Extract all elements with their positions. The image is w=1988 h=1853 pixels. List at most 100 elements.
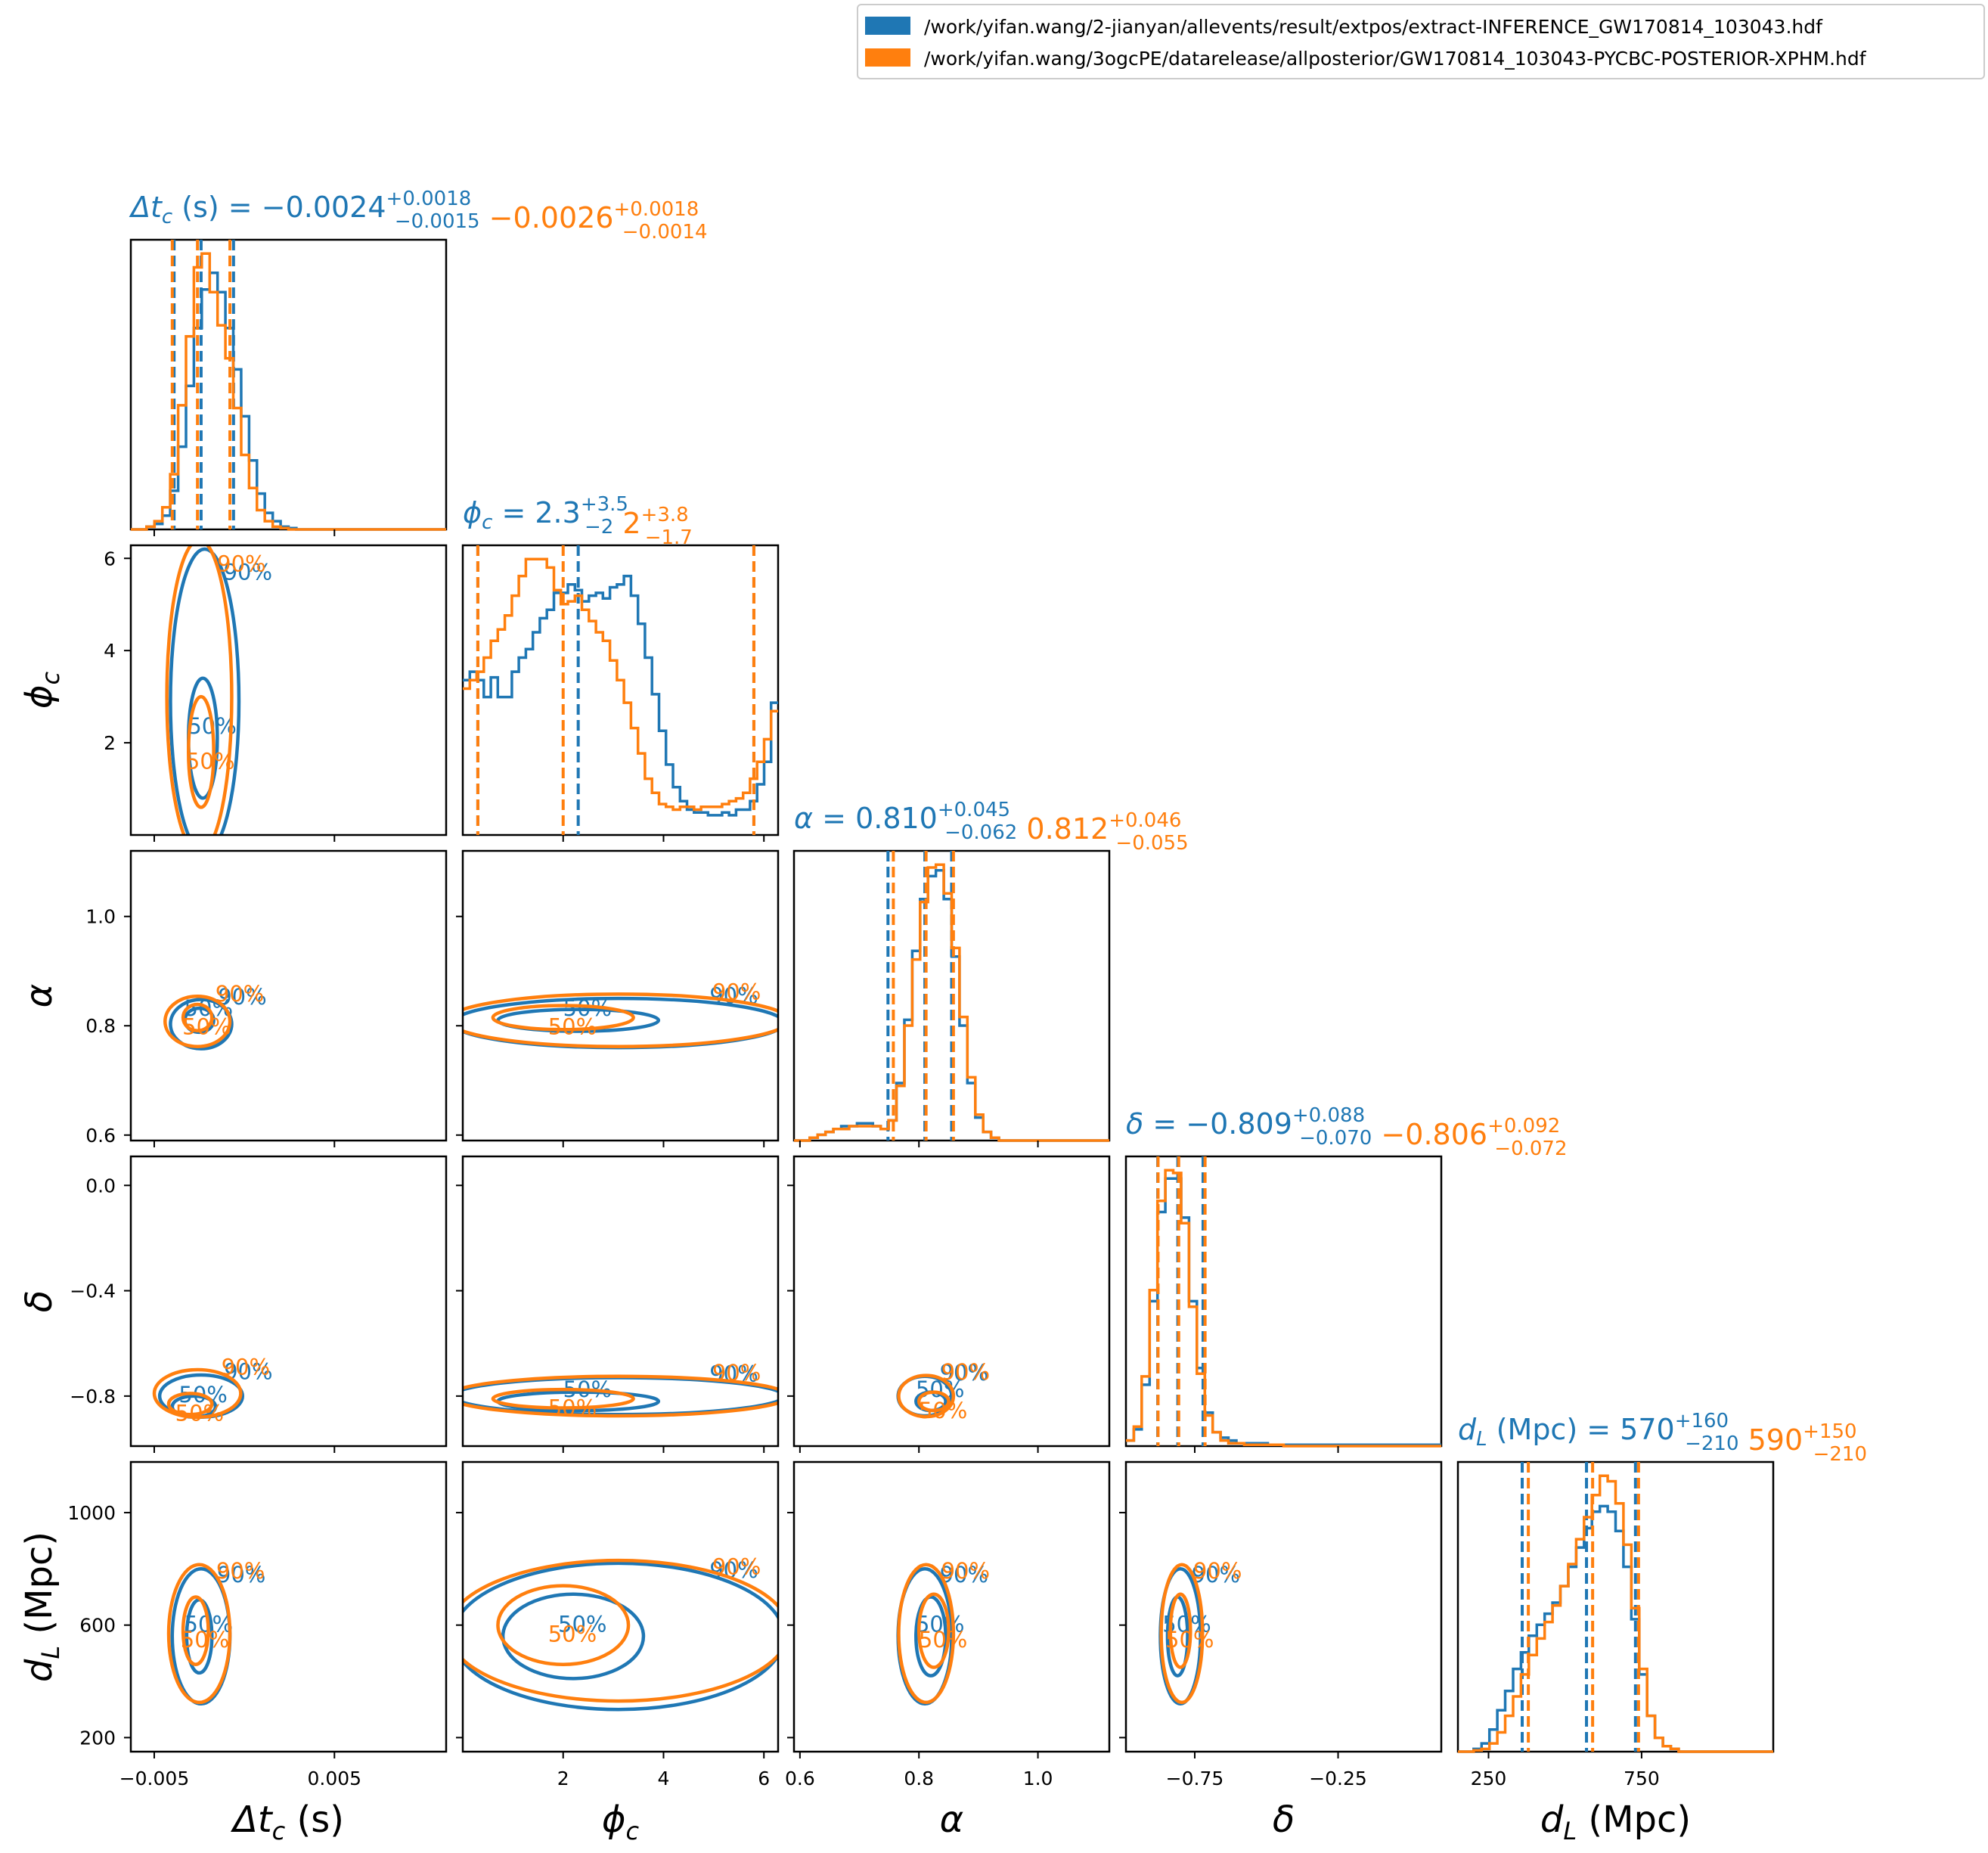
x-tick-label: −0.75 — [1166, 1768, 1224, 1789]
y-tick-label: 1000 — [67, 1502, 116, 1524]
contour-group: 90%50%90%50% — [1158, 1558, 1242, 1706]
y-tick-label: 2 — [104, 732, 116, 754]
panel-frame — [129, 849, 448, 1142]
contour-50 — [181, 1595, 210, 1666]
hist-series-b — [463, 557, 778, 812]
panel-title-phic: ϕc = 2.3+3.5−2 2+3.8−1.7 — [463, 493, 693, 549]
panel-title-dl: dL (Mpc) = 570+160−210 590+150−210 — [1458, 1410, 1867, 1466]
contour-label-50: 50% — [548, 1395, 597, 1420]
hist-panel-alpha: α = 0.810+0.045−0.062 0.812+0.046−0.055 — [792, 799, 1189, 1142]
contour-50 — [914, 1595, 947, 1678]
x-tick-label: 750 — [1624, 1768, 1660, 1789]
y-axis-label-delta: δ — [18, 1290, 60, 1312]
contour-label-90: 90% — [1193, 1558, 1242, 1584]
x-axis-label-dl: dL (Mpc) — [1540, 1799, 1691, 1845]
contour-label-90: 90% — [218, 984, 266, 1010]
panel-title-delta: δ = −0.809+0.088−0.070 −0.806+0.092−0.07… — [1126, 1104, 1568, 1160]
hist-series-b — [1126, 1169, 1441, 1448]
x-tick-label: −0.005 — [119, 1768, 190, 1789]
hist-series-b — [131, 252, 446, 531]
contour-label-90: 90% — [712, 1360, 761, 1386]
contour-50 — [496, 1584, 631, 1666]
hist-panel-dl: dL (Mpc) = 570+160−210 590+150−210 — [1456, 1410, 1867, 1753]
contour-label-50: 50% — [916, 1377, 964, 1402]
y-tick-label: 0.8 — [85, 1015, 116, 1037]
contour-label-50: 50% — [548, 1622, 597, 1647]
contour-50 — [491, 1004, 635, 1032]
contour-90 — [1159, 1563, 1205, 1705]
contour-group: 90%50%90%50% — [163, 981, 267, 1051]
contour-label-90: 90% — [940, 1562, 988, 1588]
panel-grid: Δtc (s) = −0.0024+0.0018−0.0015 −0.0026+… — [18, 188, 1867, 1845]
panel-frame — [461, 1460, 780, 1753]
x-tick-label: 6 — [758, 1768, 770, 1789]
y-tick-label: 6 — [104, 548, 116, 570]
legend: /work/yifan.wang/2-jianyan/allevents/res… — [857, 4, 1985, 79]
hist-panel-delta: δ = −0.809+0.088−0.070 −0.806+0.092−0.07… — [1124, 1104, 1568, 1448]
x-axis-label-alpha: α — [940, 1799, 964, 1841]
x-tick-label: 4 — [658, 1768, 670, 1789]
contour-90 — [463, 1561, 778, 1712]
x-axis-label-phic: ϕc — [602, 1799, 640, 1845]
panel-title-alpha: α = 0.810+0.045−0.062 0.812+0.046−0.055 — [794, 799, 1189, 855]
contour-90 — [169, 998, 234, 1051]
contour-group: 90%50%90%50% — [896, 1558, 990, 1706]
contour-90 — [163, 994, 232, 1048]
x-tick-label: 0.005 — [307, 1768, 361, 1789]
contour-panel-phic-alpha: 90%50%90%50% — [461, 849, 780, 1142]
contour-panel-dtc-dl: 90%50%90%50% — [129, 1460, 448, 1753]
panel-frame — [792, 1460, 1111, 1753]
legend-swatch-series-a — [865, 17, 910, 35]
contour-label-50: 50% — [558, 1612, 606, 1637]
y-tick-label: 0.0 — [85, 1175, 116, 1197]
panel-frame — [129, 1460, 448, 1753]
contour-90 — [165, 545, 234, 835]
contour-50 — [916, 1390, 951, 1413]
contour-90 — [169, 547, 241, 835]
contour-90 — [463, 992, 778, 1048]
panel-frame — [461, 849, 780, 1142]
y-tick-label: 1.0 — [85, 906, 116, 928]
contour-label-90: 90% — [712, 979, 761, 1004]
legend-frame — [857, 4, 1985, 79]
panel-frame — [792, 1155, 1111, 1448]
contour-label-90: 90% — [216, 981, 264, 1007]
contour-50 — [501, 1592, 646, 1681]
legend-swatch-series-b — [865, 48, 910, 67]
contour-panel-alpha-dl: 90%50%90%50% — [792, 1460, 1111, 1753]
legend-entry-series-b: /work/yifan.wang/3ogcPE/datarelease/allp… — [924, 48, 1867, 70]
x-tick-label: 250 — [1471, 1768, 1507, 1789]
contour-label-50: 50% — [175, 1400, 224, 1426]
contour-label-50: 50% — [548, 1013, 597, 1039]
panel-title-dtc: Δtc (s) = −0.0024+0.0018−0.0015 −0.0026+… — [129, 188, 708, 244]
y-tick-label: 4 — [104, 640, 116, 662]
contour-90 — [152, 1367, 243, 1419]
contour-label-50: 50% — [919, 1398, 967, 1423]
y-tick-label: −0.4 — [70, 1280, 116, 1302]
panel-frame — [461, 1155, 780, 1448]
contour-50 — [187, 694, 216, 809]
contour-group: 90%50%90%50% — [152, 1354, 273, 1426]
contour-50 — [916, 1592, 951, 1669]
contour-label-50: 50% — [916, 1612, 964, 1637]
y-tick-label: 200 — [79, 1727, 116, 1749]
panel-frame — [129, 1155, 448, 1448]
contour-group: 90%50%90%50% — [896, 1359, 990, 1423]
contour-panel-phic-dl: 90%50%90%50% — [461, 1460, 780, 1753]
hist-panel-dtc: Δtc (s) = −0.0024+0.0018−0.0015 −0.0026+… — [129, 188, 708, 531]
y-tick-label: 0.6 — [85, 1125, 116, 1147]
panel-frame — [129, 544, 448, 836]
contour-panel-dtc-alpha: 90%50%90%50% — [129, 849, 448, 1142]
x-axis-label-delta: δ — [1273, 1799, 1295, 1841]
y-axis-label-dl: dL (Mpc) — [18, 1532, 65, 1682]
x-axis-label-dtc: Δtc (s) — [230, 1799, 344, 1845]
contour-label-50: 50% — [919, 1627, 967, 1653]
contour-90 — [166, 1563, 232, 1705]
contour-label-50: 50% — [186, 748, 234, 774]
contour-label-90: 90% — [217, 1562, 265, 1588]
contour-label-90: 90% — [941, 1359, 990, 1385]
hist-panel-phic: ϕc = 2.3+3.5−2 2+3.8−1.7 — [461, 493, 780, 836]
x-tick-label: 0.6 — [785, 1768, 815, 1789]
contour-label-90: 90% — [222, 1354, 270, 1380]
